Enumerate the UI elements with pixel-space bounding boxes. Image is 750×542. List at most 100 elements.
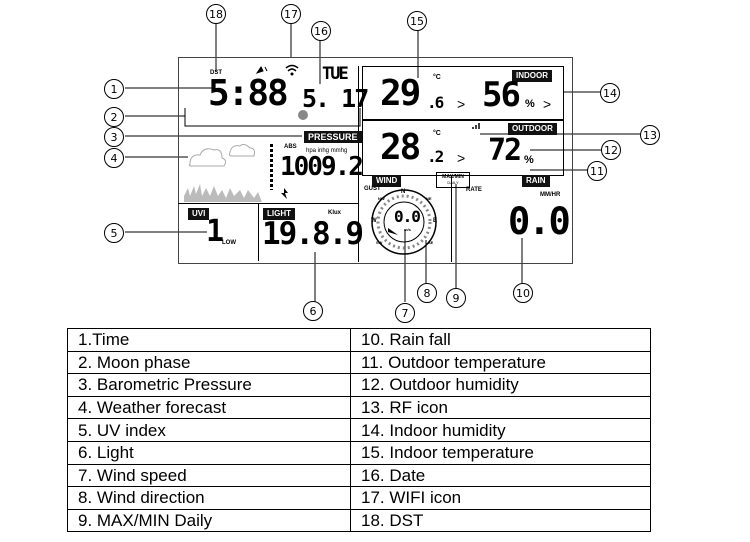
callout-3: 3 (104, 127, 124, 147)
indoor-temperature-decimal: .6 (427, 93, 444, 112)
callout-12: 12 (601, 140, 621, 160)
outdoor-temperature-arrow: > (457, 150, 466, 166)
wifi-icon (285, 64, 299, 76)
compass-n: N (401, 189, 406, 195)
indoor-label: INDOOR (512, 70, 552, 82)
pressure-label: PRESSURE (304, 131, 362, 143)
dst-indicator: DST (210, 70, 222, 76)
callout-5: 5 (104, 223, 124, 243)
wind-label: WIND (372, 175, 402, 187)
outdoor-temperature-unit: °C (433, 130, 441, 137)
legend-cell: 7. Wind speed (67, 463, 351, 488)
legend-cell: 4. Weather forecast (67, 395, 351, 420)
indoor-temperature-unit: °C (433, 74, 441, 81)
outdoor-panel (362, 120, 564, 176)
alarm-icon (255, 66, 268, 74)
rain-value: 0.0 (508, 200, 571, 243)
compass-e: E (433, 218, 438, 224)
light-label: LIGHT (263, 208, 295, 220)
uvi-value: 1 (206, 214, 224, 249)
callout-16: 16 (311, 21, 331, 41)
light-panel-divider (258, 203, 259, 261)
legend-cell: 10. Rain fall (350, 328, 651, 352)
weather-panel-divider (178, 203, 358, 204)
device-frame (178, 57, 573, 264)
pressure-mode: ABS (284, 144, 297, 150)
left-right-divider (358, 66, 359, 262)
weekday-display: TUE (322, 64, 349, 84)
callout-13: 13 (640, 125, 660, 145)
callout-9: 9 (446, 288, 466, 308)
compass-sw: SW (376, 240, 383, 245)
callout-11: 11 (587, 161, 607, 181)
weather-forecast-icon (184, 143, 262, 202)
maxmin-daily-indicator: MAX/MIN DAILY (436, 172, 470, 188)
indoor-temperature: 29 (380, 73, 421, 114)
pressure-units: hpa inhg mmhg (306, 148, 348, 154)
callout-7: 7 (395, 303, 415, 323)
legend-cell: 8. Wind direction (67, 486, 351, 510)
wind-speed-value: 0.0 (394, 207, 421, 226)
callout-8: 8 (417, 283, 437, 303)
callout-2: 2 (104, 107, 124, 127)
legend-cell: 12. Outdoor humidity (350, 373, 651, 397)
indoor-humidity: 56 (482, 75, 521, 115)
legend-cell: 13. RF icon (350, 395, 651, 420)
wind-compass (371, 189, 437, 255)
outdoor-label: OUTDOOR (508, 123, 557, 135)
indoor-humidity-arrow: > (543, 96, 552, 112)
callout-14: 14 (600, 83, 620, 103)
legend-cell: 17. WIFI icon (350, 486, 651, 510)
callout-18: 18 (206, 4, 226, 24)
light-unit: Klux (328, 210, 342, 216)
callout-4: 4 (104, 148, 124, 168)
legend-cell: 3. Barometric Pressure (67, 373, 351, 397)
date-display: 5. 17 (302, 84, 369, 113)
compass-nw: NW (378, 196, 385, 201)
uvi-level: LOW (222, 240, 236, 246)
rain-unit: MM/HR (540, 192, 561, 198)
pressure-value: 1009.2 (280, 152, 364, 182)
legend-cell: 14. Indoor humidity (350, 418, 651, 442)
outdoor-temperature: 28 (380, 127, 421, 168)
legend-cell: 11. Outdoor temperature (350, 350, 651, 375)
indoor-temperature-arrow: > (457, 96, 466, 112)
wind-panel-divider (451, 176, 452, 262)
pressure-bar-graph (270, 144, 273, 190)
legend-cell: 6. Light (67, 440, 351, 465)
compass-w: W (371, 218, 377, 224)
outdoor-humidity-unit: % (524, 154, 534, 166)
maxmin-label: MAX/MIN (442, 174, 464, 180)
callout-6: 6 (303, 301, 323, 321)
callout-17: 17 (281, 4, 301, 24)
gust-label: GUST (364, 186, 381, 192)
compass-se: SE (428, 240, 434, 245)
legend-cell: 15. Indoor temperature (350, 440, 651, 465)
rain-rate-label: RATE (466, 187, 482, 193)
rain-label: RAIN (522, 175, 550, 187)
outdoor-temperature-decimal: .2 (427, 147, 444, 166)
rf-signal-icon (472, 123, 480, 129)
uvi-label: UVI (188, 208, 210, 220)
moon-phase-icon (298, 110, 308, 120)
compass-ne: NE (426, 196, 432, 201)
callout-15: 15 (407, 11, 427, 31)
outdoor-humidity: 72 (488, 133, 522, 168)
light-value: 19.8.9 (262, 216, 364, 252)
time-display: 5:88 (208, 73, 289, 114)
legend-cell: 5. UV index (67, 418, 351, 442)
indoor-panel (362, 66, 564, 120)
legend-cell: 2. Moon phase (67, 350, 351, 375)
wind-speed-unit: m/s (404, 227, 411, 232)
callout-10: 10 (513, 283, 533, 303)
daily-label: DAILY (447, 180, 459, 185)
indoor-humidity-unit: % (525, 98, 535, 110)
